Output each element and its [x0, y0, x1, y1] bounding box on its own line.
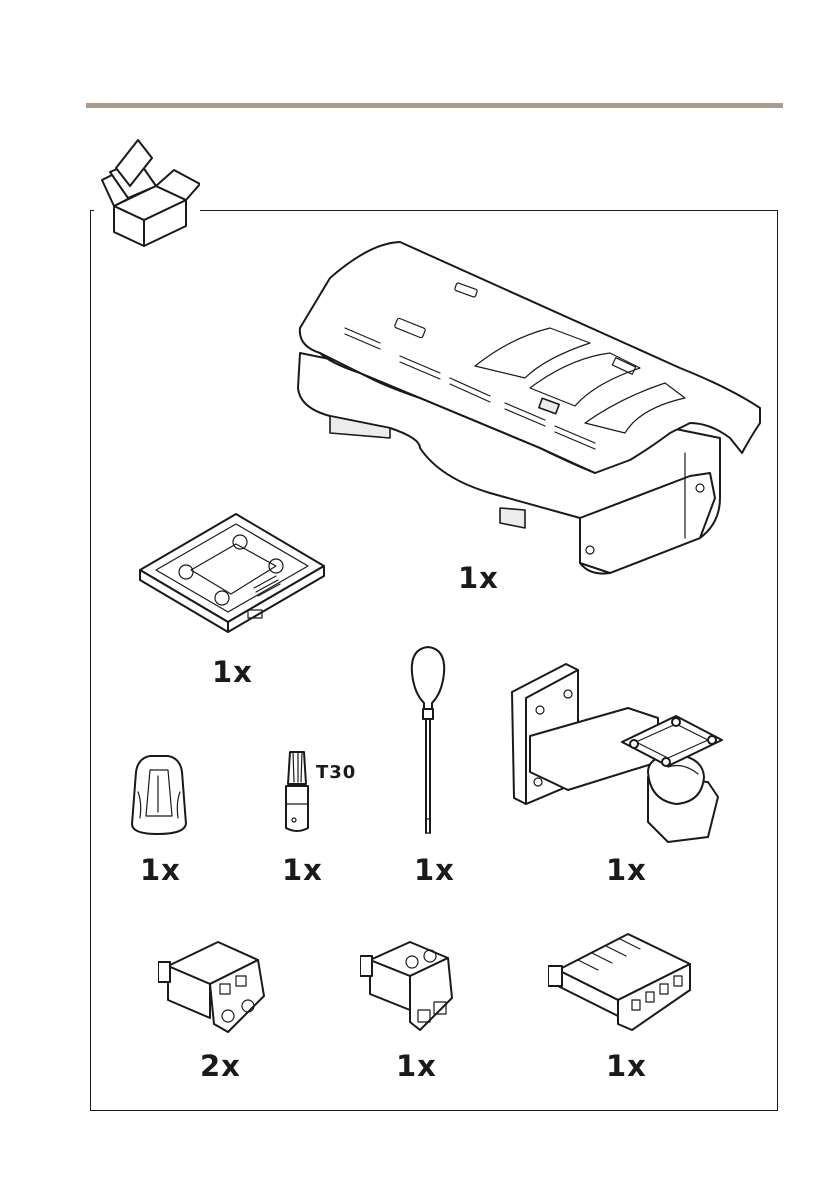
torx-bit-illustration — [280, 748, 314, 834]
wall-bracket-qty: 1x — [606, 856, 647, 885]
io-connector-illustration — [158, 936, 282, 1036]
package-box-icon — [94, 128, 200, 250]
header-rule — [86, 103, 783, 108]
multi-connector-qty: 1x — [606, 1052, 647, 1081]
torx-size-label: T30 — [316, 762, 356, 783]
torx-bit-qty: 1x — [282, 856, 323, 885]
cable-clip-illustration — [128, 752, 190, 838]
camera-housing-illustration — [290, 238, 768, 578]
screwdriver-illustration — [404, 643, 452, 841]
io-connector-qty: 2x — [200, 1052, 241, 1081]
wall-bracket-illustration — [508, 662, 728, 846]
housing-qty: 1x — [458, 564, 499, 593]
mount-plate-illustration — [136, 510, 328, 634]
multi-connector-illustration — [548, 930, 698, 1034]
cable-clip-qty: 1x — [140, 856, 181, 885]
power-connector-qty: 1x — [396, 1052, 437, 1081]
screwdriver-qty: 1x — [414, 856, 455, 885]
mount-plate-qty: 1x — [212, 658, 253, 687]
power-connector-illustration — [360, 938, 460, 1036]
